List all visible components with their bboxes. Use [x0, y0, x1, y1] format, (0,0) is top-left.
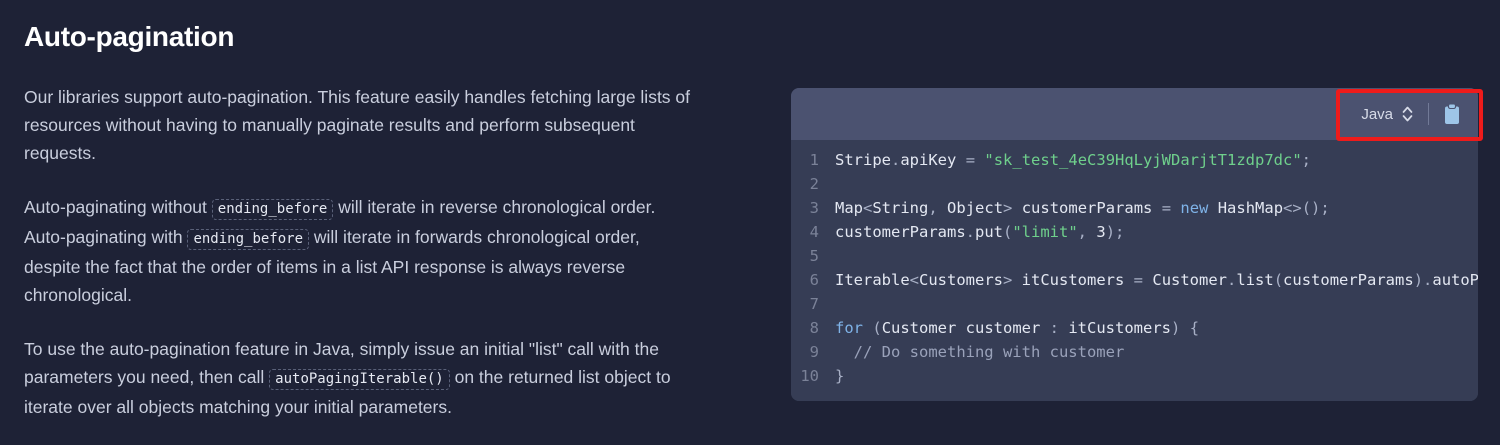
code-line: 1 Stripe.apiKey = "sk_test_4eC39HqLyjWDa…: [791, 148, 1478, 172]
paragraph-ordering: Auto-paginating without ending_before wi…: [24, 193, 696, 309]
language-selector[interactable]: Java: [1361, 105, 1414, 123]
inline-code-ending-before-2: ending_before: [187, 228, 310, 250]
code-line: 3 Map<String, Object> customerParams = n…: [791, 196, 1478, 220]
code-sample-panel: Java 1 Stripe.apiKey = "sk_test_4eC39HqL…: [791, 88, 1478, 401]
code-line: 7: [791, 292, 1478, 316]
code-panel-header: Java: [791, 88, 1478, 140]
language-selector-label: Java: [1361, 105, 1393, 123]
code-line: 8 for (Customer customer : itCustomers) …: [791, 316, 1478, 340]
usage-text-1: To use the auto-pagination feature in Ja…: [24, 338, 659, 387]
code-line: 9 // Do something with customer: [791, 340, 1478, 364]
code-body[interactable]: 1 Stripe.apiKey = "sk_test_4eC39HqLyjWDa…: [791, 140, 1478, 401]
ordering-text-3: will iterate in forwards chronological o…: [24, 226, 640, 305]
page-title: Auto-pagination: [24, 21, 235, 52]
line-content: Stripe.apiKey = "sk_test_4eC39HqLyjWDarj…: [835, 151, 1311, 169]
code-line: 4 customerParams.put("limit", 3);: [791, 220, 1478, 244]
line-number: 8: [809, 319, 819, 337]
line-number: 6: [809, 271, 819, 289]
clipboard-copy-icon: [1442, 102, 1462, 126]
paragraph-usage: To use the auto-pagination feature in Ja…: [24, 335, 696, 421]
line-number: 1: [809, 151, 819, 169]
line-number: 10: [800, 367, 819, 385]
paragraph-intro: Our libraries support auto-pagination. T…: [24, 83, 696, 167]
code-line: 6 Iterable<Customers> itCustomers = Cust…: [791, 268, 1478, 292]
ordering-text-1: Auto-paginating without: [24, 196, 212, 217]
line-number: 4: [809, 223, 819, 241]
line-content: }: [835, 367, 845, 385]
line-number: 3: [809, 199, 819, 217]
line-content: for (Customer customer : itCustomers) {: [835, 319, 1200, 337]
line-content: Map<String, Object> customerParams = new…: [835, 199, 1330, 217]
ordering-text-2: will iterate in reverse chronological or…: [24, 196, 656, 247]
chevron-up-down-icon: [1401, 105, 1414, 123]
code-line: 2: [791, 172, 1478, 196]
line-number: 2: [809, 175, 819, 193]
code-line: 5: [791, 244, 1478, 268]
usage-text-2: on the returned list object to iterate o…: [24, 366, 671, 417]
line-content: // Do something with customer: [835, 343, 1125, 361]
paragraph-intro-text: Our libraries support auto-pagination. T…: [24, 86, 691, 163]
line-content: customerParams.put("limit", 3);: [835, 223, 1125, 241]
inline-code-ending-before-1: ending_before: [211, 198, 334, 220]
code-line: 10 }: [791, 364, 1478, 388]
inline-code-auto-paging-iterable: autoPagingIterable(): [269, 368, 450, 390]
line-number: 9: [809, 343, 819, 361]
line-number: 7: [809, 295, 819, 313]
header-divider: [1428, 103, 1429, 125]
line-content: Iterable<Customers> itCustomers = Custom…: [835, 271, 1478, 289]
line-number: 5: [809, 247, 819, 265]
documentation-column: Auto-pagination Our libraries support au…: [24, 21, 696, 421]
copy-code-button[interactable]: [1442, 102, 1462, 126]
